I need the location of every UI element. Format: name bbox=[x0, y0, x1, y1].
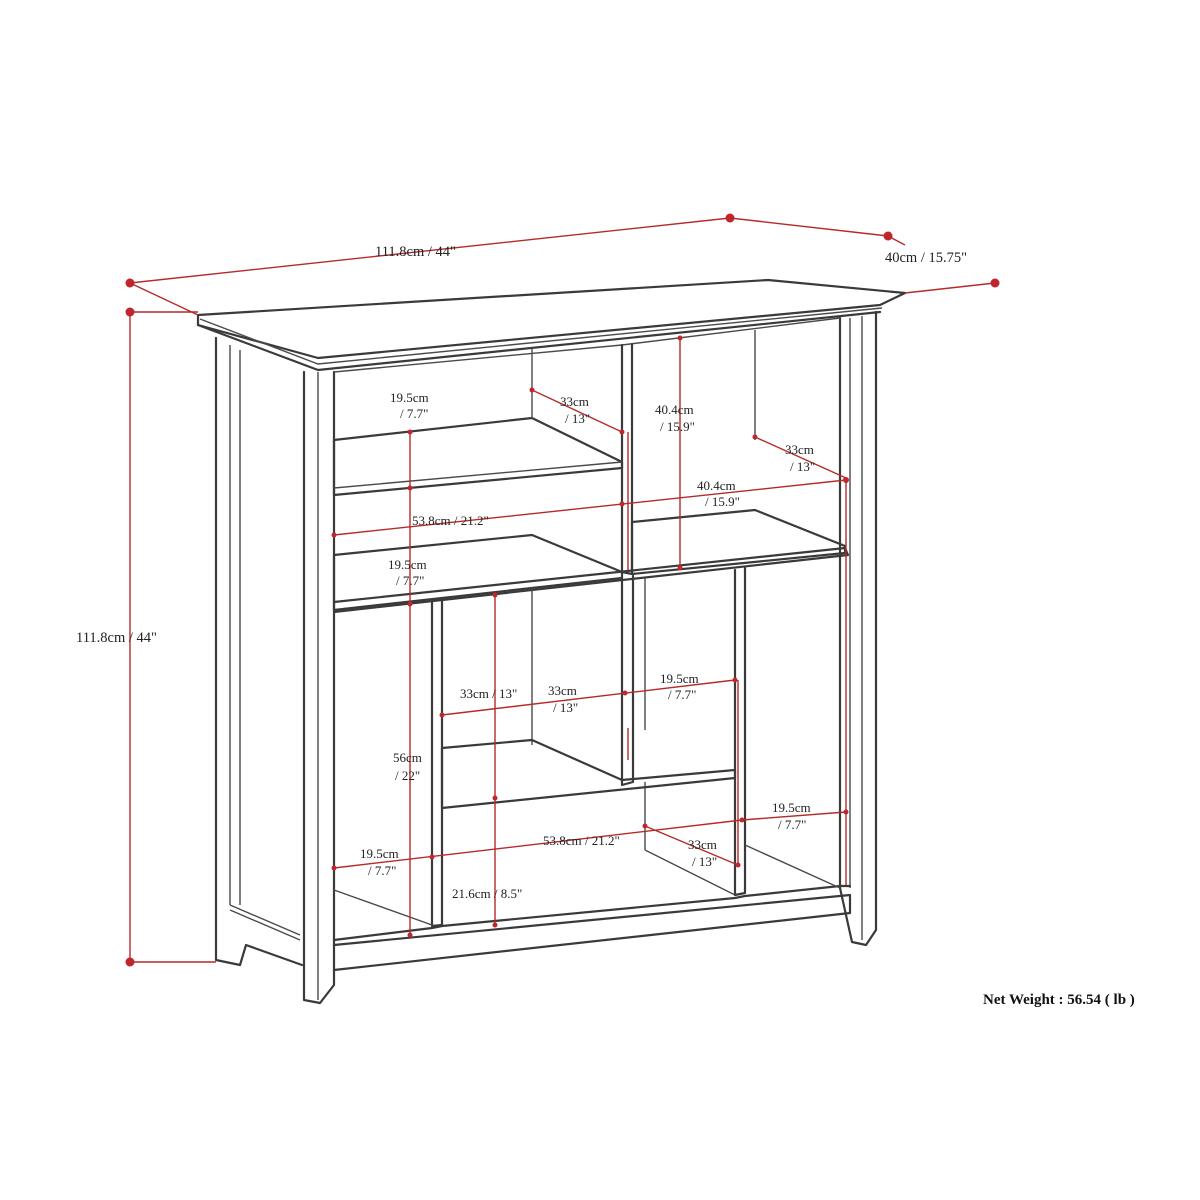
left-column-width-label: / 7.7" bbox=[368, 863, 396, 878]
front-right-post bbox=[838, 310, 878, 947]
top-left-height-label: 19.5cm bbox=[390, 390, 429, 405]
front-left-post bbox=[302, 370, 336, 1005]
bookcase-drawing bbox=[196, 278, 907, 1005]
upper-width-dim bbox=[333, 479, 847, 536]
inner-lower-shelf bbox=[440, 738, 737, 810]
inner-width-dim bbox=[441, 679, 736, 716]
lower-right-divider bbox=[733, 566, 747, 897]
crown-molding bbox=[196, 310, 882, 372]
bottom-height-label: 21.6cm / 8.5" bbox=[452, 886, 522, 901]
lower-width-label: 53.8cm / 21.2" bbox=[543, 833, 620, 848]
overall-depth-label: 40cm / 15.75" bbox=[885, 250, 967, 266]
dim-dot bbox=[529, 387, 535, 393]
right-column-width-label: 19.5cm bbox=[772, 800, 811, 815]
lower-center-divider bbox=[620, 574, 635, 787]
dimension-labels: 111.8cm / 44" 40cm / 15.75" 111.8cm / 44… bbox=[76, 244, 967, 901]
inner-depth-label: 33cm bbox=[548, 683, 577, 698]
dim-dot bbox=[407, 485, 413, 491]
dimension-lines bbox=[125, 213, 1000, 967]
overall-height-label: 111.8cm / 44" bbox=[76, 630, 157, 646]
mid-left-height-label: / 7.7" bbox=[396, 573, 424, 588]
upper-center-divider bbox=[620, 342, 634, 576]
dim-dot bbox=[677, 565, 683, 571]
top-right-width-label: / 15.9" bbox=[705, 494, 740, 509]
dim-dot bbox=[990, 278, 1000, 288]
upper-width-label: 53.8cm / 21.2" bbox=[412, 513, 489, 528]
dim-dot bbox=[492, 592, 498, 598]
top-right-shelf bbox=[630, 508, 847, 576]
dim-dot bbox=[642, 823, 648, 829]
overall-depth-line bbox=[729, 217, 889, 237]
overall-width-label: 111.8cm / 44" bbox=[375, 244, 456, 260]
dim-dot bbox=[429, 854, 435, 860]
dim-dot bbox=[407, 932, 413, 938]
dim-dot bbox=[492, 922, 498, 928]
middle-left-shelf bbox=[332, 533, 624, 612]
dim-dot bbox=[619, 501, 625, 507]
lower-depth-label: 33cm bbox=[688, 837, 717, 852]
dim-dot bbox=[752, 434, 758, 440]
lower-left-divider bbox=[430, 598, 444, 928]
inner-depth-label: / 13" bbox=[553, 700, 578, 715]
mid-left-height-label: 19.5cm bbox=[388, 557, 427, 572]
inner-width-label: 33cm / 13" bbox=[460, 686, 517, 701]
top-left-depth-label: 33cm bbox=[560, 394, 589, 409]
net-weight-label: Net Weight : 56.54 ( lb ) bbox=[983, 992, 1135, 1008]
dim-dot bbox=[439, 712, 445, 718]
dim-dot bbox=[677, 335, 683, 341]
left-column-width-label: 19.5cm bbox=[360, 846, 399, 861]
top-left-height-label: / 7.7" bbox=[400, 406, 428, 421]
top-right-depth-label: 33cm bbox=[785, 442, 814, 457]
right-column-width-label: / 7.7" bbox=[778, 817, 806, 832]
top-left-depth-label: / 13" bbox=[565, 411, 590, 426]
inner-right-height-label: 19.5cm bbox=[660, 671, 699, 686]
dim-dot bbox=[492, 795, 498, 801]
dim-dot bbox=[407, 429, 413, 435]
top-right-depth-label: / 13" bbox=[790, 459, 815, 474]
dim-dot bbox=[331, 865, 337, 871]
base-apron bbox=[332, 893, 852, 972]
top-right-height-label: 40.4cm bbox=[655, 402, 694, 417]
top-right-width-label: 40.4cm bbox=[697, 478, 736, 493]
lower-width-dim bbox=[333, 819, 743, 869]
dim-dot bbox=[732, 677, 738, 683]
overall-width-line bbox=[129, 217, 731, 284]
lower-left-height-label: / 22" bbox=[395, 768, 420, 783]
inner-right-height-label: / 7.7" bbox=[668, 687, 696, 702]
dim-dot bbox=[407, 601, 413, 607]
dim-dot bbox=[619, 429, 625, 435]
left-side-panel bbox=[214, 336, 304, 967]
lower-left-height-label: 56cm bbox=[393, 750, 422, 765]
top-right-height-label: / 15.9" bbox=[660, 419, 695, 434]
bottom-shelf bbox=[332, 884, 852, 942]
lower-depth-label: / 13" bbox=[692, 854, 717, 869]
dim-dot bbox=[622, 690, 628, 696]
dim-dot bbox=[331, 532, 337, 538]
